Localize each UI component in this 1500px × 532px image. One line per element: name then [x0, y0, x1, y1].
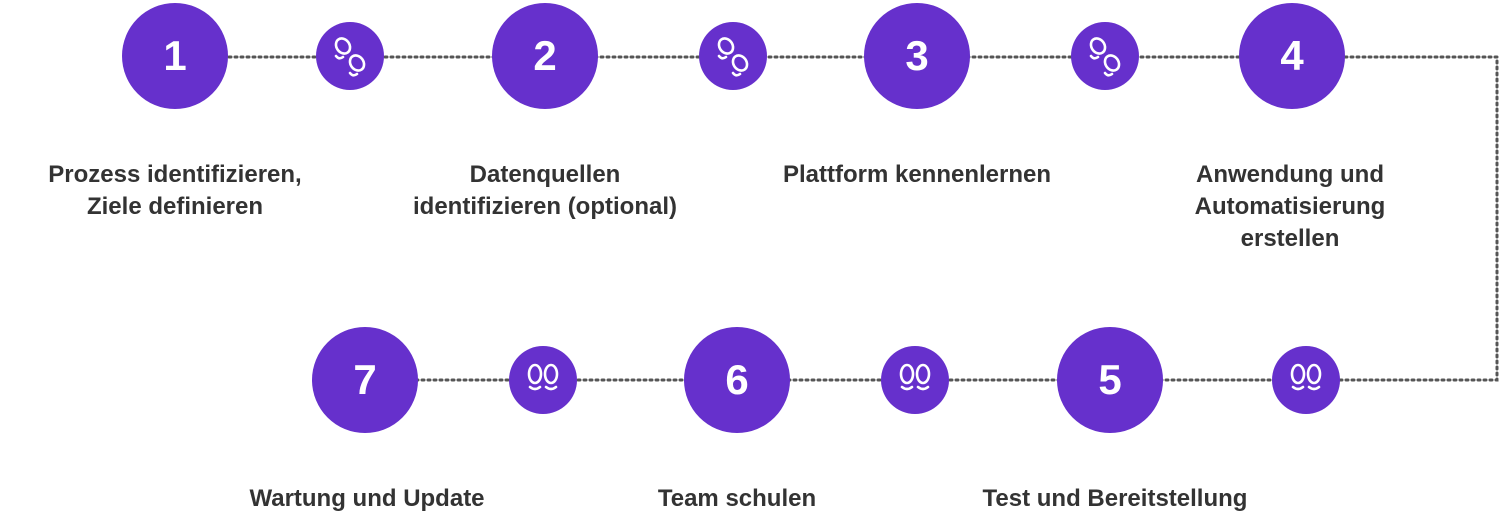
step-2-label: Datenquellen identifizieren (optional)	[395, 159, 695, 223]
step-5-label-line: Test und Bereitstellung	[982, 485, 1248, 512]
step-4-label-line: Automatisierung	[1194, 193, 1386, 220]
step-3-label-line: Plattform kennenlernen	[782, 161, 1052, 188]
step-2-label-line: Datenquellen	[469, 161, 621, 188]
step-1-circle: 1	[122, 3, 228, 109]
step-3-number: 3	[905, 32, 929, 79]
step-6-label-line: Team schulen	[657, 485, 817, 512]
step-4-label-line: Anwendung und	[1196, 161, 1384, 188]
footprints-icon	[509, 346, 577, 414]
step-3-label: Plattform kennenlernen	[767, 159, 1067, 191]
footprints-icon	[699, 22, 767, 90]
step-4-number: 4	[1280, 32, 1304, 79]
step-4-circle: 4	[1239, 3, 1345, 109]
step-4-label-line: erstellen	[1240, 225, 1340, 252]
footprints-icon	[881, 346, 949, 414]
step-1-label-line: Prozess identifizieren,	[48, 161, 302, 188]
step-6-circle: 6	[684, 327, 790, 433]
step-3-circle: 3	[864, 3, 970, 109]
step-4-label: Anwendung und Automatisierung erstellen	[1140, 159, 1440, 255]
footprints-icon	[1071, 22, 1139, 90]
step-1-number: 1	[163, 32, 187, 79]
step-5-label: Test und Bereitstellung	[965, 483, 1265, 515]
step-5-circle: 5	[1057, 327, 1163, 433]
step-5-number: 5	[1098, 356, 1122, 403]
step-7-label: Wartung und Update	[217, 483, 517, 515]
step-7-label-line: Wartung und Update	[249, 485, 485, 512]
footprints-icon	[1272, 346, 1340, 414]
step-6-number: 6	[725, 356, 749, 403]
step-7-circle: 7	[312, 327, 418, 433]
step-2-circle: 2	[492, 3, 598, 109]
step-2-number: 2	[533, 32, 557, 79]
step-1-label-line: Ziele definieren	[86, 193, 264, 220]
footprints-icon	[316, 22, 384, 90]
step-7-number: 7	[353, 356, 377, 403]
step-6-label: Team schulen	[587, 483, 887, 515]
step-1-label: Prozess identifizieren, Ziele definieren	[25, 159, 325, 223]
step-2-label-line: identifizieren (optional)	[413, 193, 677, 220]
